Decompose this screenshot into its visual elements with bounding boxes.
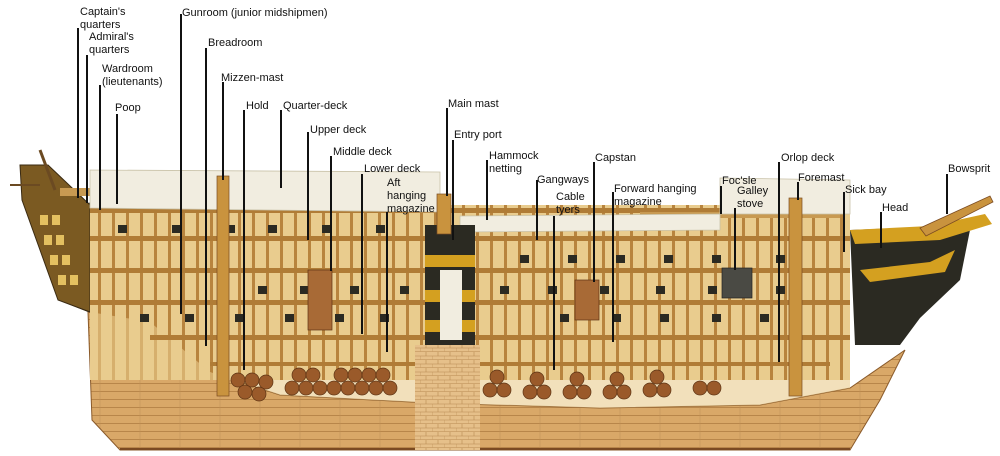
label-captains-quarters: Captain's quarters [80, 6, 126, 31]
leader-lower-deck [361, 174, 363, 334]
label-bowsprit: Bowsprit [948, 163, 991, 175]
leader-main-mast [446, 108, 448, 196]
label-aft-hanging-magazine: Aft hanging magazine [387, 177, 435, 215]
brick-well [415, 345, 480, 450]
label-forward-hanging-magazine: Forward hanging magazine [614, 183, 697, 208]
label-sick-bay: Sick bay [845, 184, 887, 196]
label-focsle: Foc'sle [722, 175, 757, 187]
leader-middle-deck [330, 156, 332, 271]
leader-gangways [536, 180, 538, 240]
label-hold: Hold [246, 100, 269, 112]
label-upper-deck: Upper deck [310, 124, 367, 136]
masts [216, 175, 803, 397]
leader-bowsprit [946, 174, 948, 214]
leader-quarter-deck [280, 110, 282, 188]
label-head: Head [882, 202, 909, 214]
label-admirals-quarters: Admiral's quarters [89, 31, 134, 56]
casks [230, 367, 722, 402]
leader-admirals-quarters [86, 55, 88, 203]
label-capstan: Capstan [595, 152, 636, 164]
leader-hammock-netting [486, 160, 488, 220]
label-quarter-deck: Quarter-deck [283, 100, 348, 112]
label-middle-deck: Middle deck [333, 146, 392, 158]
leader-aft-hanging-magazine [386, 212, 388, 352]
label-breadroom: Breadroom [208, 37, 263, 49]
leader-forward-hanging-magazine [612, 192, 614, 342]
label-galley-stove: Galley stove [737, 185, 769, 210]
bowsprit-spar [919, 195, 994, 237]
label-gangways: Gangways [537, 174, 589, 186]
label-poop: Poop [115, 102, 141, 114]
label-wardroom: Wardroom (lieutenants) [102, 63, 163, 88]
leader-breadroom [205, 48, 207, 346]
label-foremast: Foremast [798, 172, 845, 184]
label-mizzen-mast: Mizzen-mast [221, 72, 284, 84]
leader-foremast [797, 182, 799, 200]
leader-gunroom [180, 14, 182, 314]
leader-poop [116, 114, 118, 204]
leader-galley-stove [734, 208, 736, 270]
leader-sick-bay [843, 192, 845, 252]
galley-stove-shape [721, 267, 753, 299]
label-gunroom: Gunroom (junior midshipmen) [182, 7, 328, 19]
forward-capstan [574, 279, 600, 321]
gun-ports [118, 225, 785, 322]
leader-mizzen-mast [222, 82, 224, 180]
leader-orlop-deck [778, 162, 780, 362]
leader-hold [243, 110, 245, 370]
leader-focsle [720, 186, 722, 214]
leader-captains-quarters [77, 28, 79, 198]
label-entry-port: Entry port [454, 129, 502, 141]
leader-head [880, 212, 882, 248]
leader-upper-deck [307, 132, 309, 240]
label-orlop-deck: Orlop deck [781, 152, 835, 164]
aft-capstan [307, 269, 333, 331]
label-main-mast: Main mast [448, 98, 499, 110]
bow-hull [850, 220, 972, 345]
label-cable-tyers: Cable tyers [556, 191, 585, 216]
leader-wardroom [99, 85, 101, 210]
leader-capstan [593, 162, 595, 282]
label-hammock-netting: Hammock netting [489, 150, 539, 175]
label-lower-deck: Lower deck [364, 163, 421, 175]
leader-entry-port [452, 140, 454, 240]
stern-windows [40, 215, 78, 285]
leader-cable-tyers [553, 216, 555, 370]
